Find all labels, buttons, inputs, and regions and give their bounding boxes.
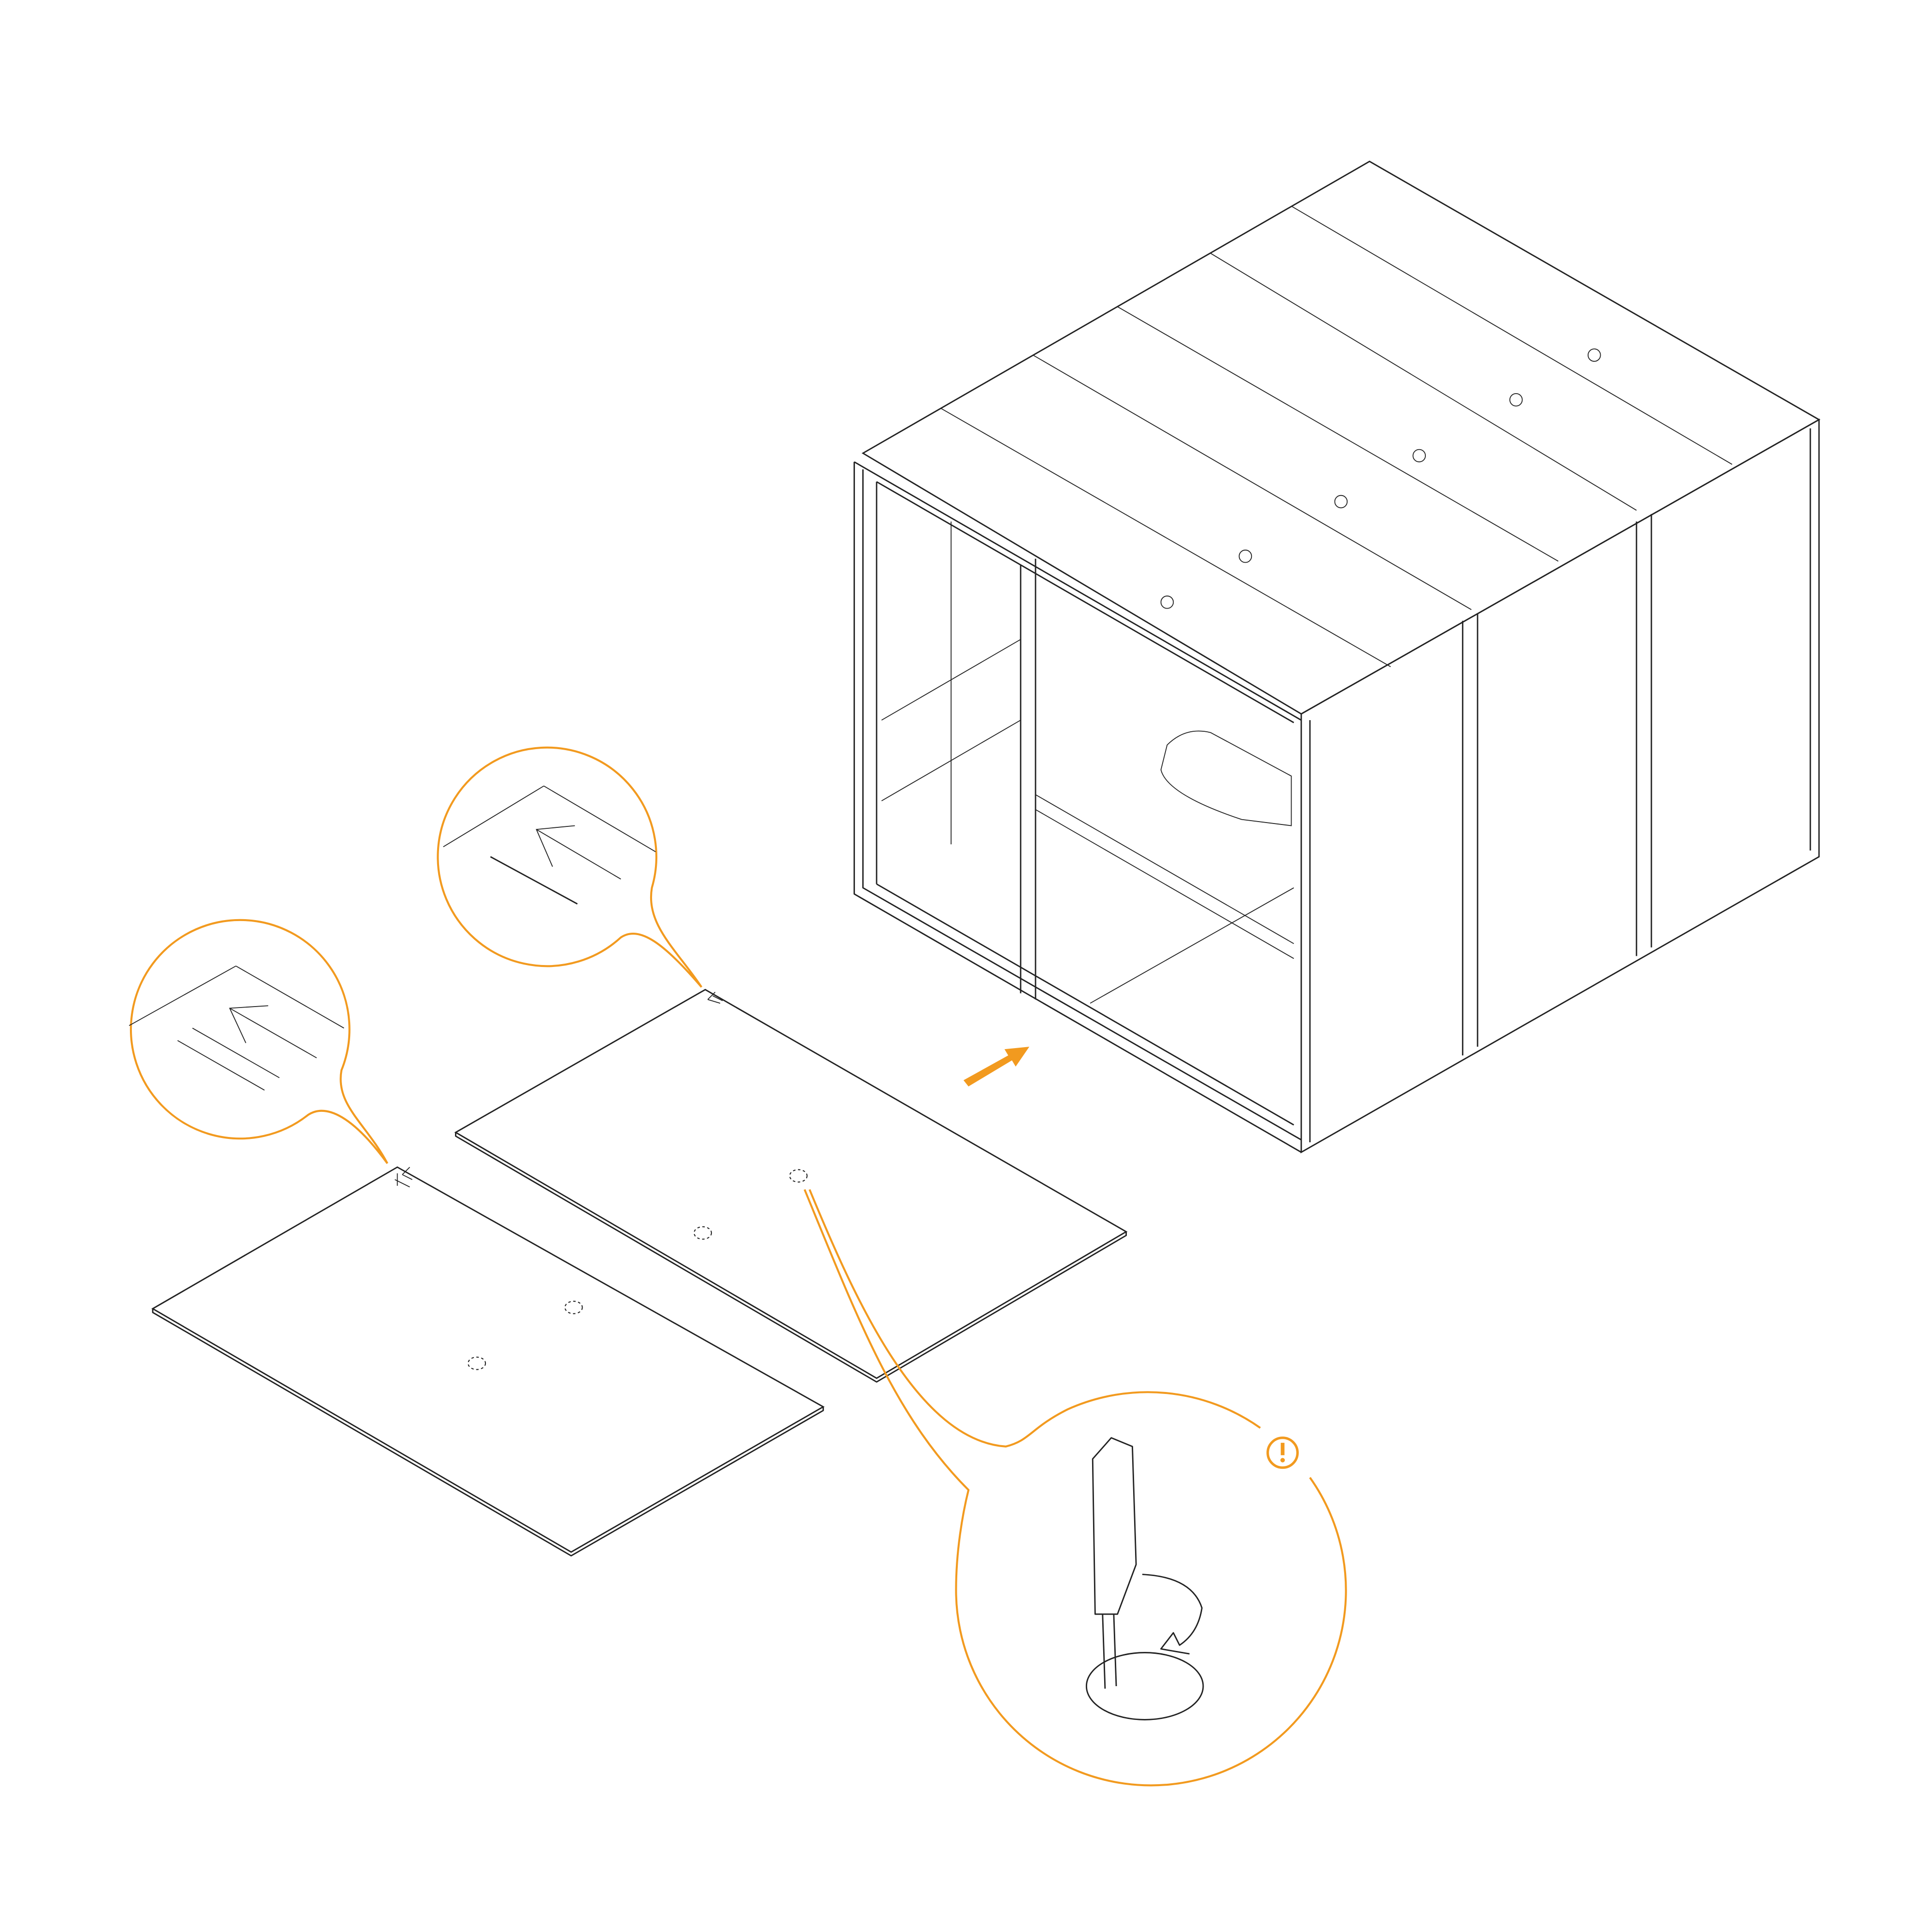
arrow-marking-callout-2 bbox=[128, 919, 388, 1164]
ceiling-panel-back bbox=[454, 989, 1128, 1379]
arrow-marking-callout-1 bbox=[437, 746, 703, 988]
booth-cabinet bbox=[853, 160, 1820, 1154]
cut-hole-callout bbox=[803, 1189, 1347, 1787]
utility-knife-icon bbox=[1092, 1437, 1137, 1689]
exclamation-circle-icon bbox=[1266, 1436, 1299, 1469]
rotate-arrow-icon bbox=[1142, 1574, 1203, 1655]
insert-direction-arrow-icon bbox=[963, 1047, 1030, 1087]
top-holes bbox=[1160, 348, 1601, 609]
